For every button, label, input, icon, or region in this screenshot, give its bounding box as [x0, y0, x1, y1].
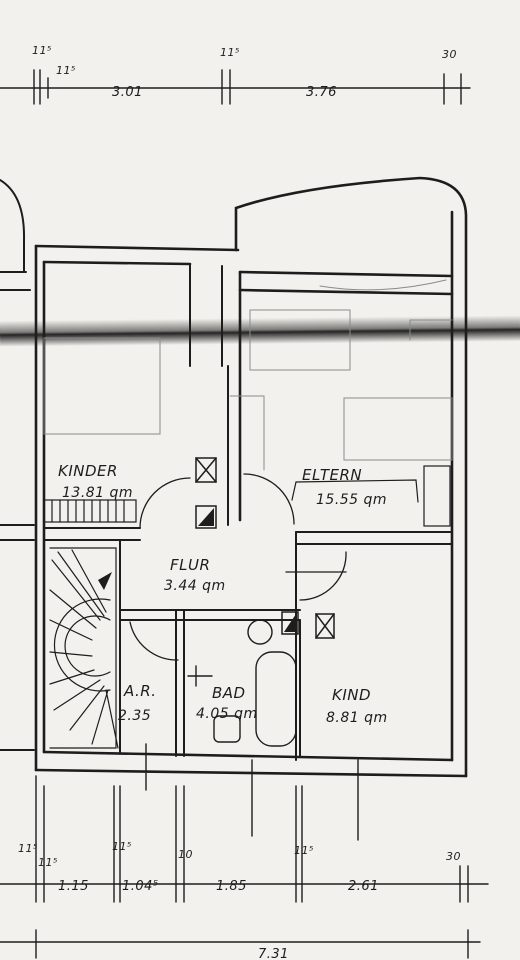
bottom-dim-mark-3: 11⁵ — [112, 840, 132, 853]
top-dim-segment-2: 3.76 — [306, 85, 337, 100]
shaft-fill-2 — [284, 614, 296, 632]
top-dim-mark-3: 11⁵ — [220, 46, 240, 59]
room-label: BAD — [212, 684, 246, 702]
room-area: 13.81 qm — [62, 485, 133, 501]
room-abstellraum: A.R. 2.35 — [118, 682, 157, 724]
top-dim-mark-1: 11⁵ — [32, 44, 52, 57]
room-area: 3.44 qm — [164, 578, 226, 594]
bottom-dim-segment-1: 1.15 — [58, 879, 89, 894]
top-dim-segment-1: 3.01 — [112, 85, 143, 100]
vent-shafts — [195, 457, 335, 639]
top-dim-mark-4: 30 — [442, 48, 457, 61]
room-flur: FLUR 3.44 qm — [164, 556, 226, 594]
spiral-staircase — [49, 547, 119, 749]
radiators — [43, 465, 451, 527]
bottom-dim-mark-1: 11⁵ — [18, 842, 38, 855]
room-bad: BAD 4.05 qm — [196, 684, 258, 722]
room-area: 2.35 — [118, 708, 151, 724]
top-dimension-line — [0, 69, 471, 105]
room-label: KIND — [332, 686, 371, 704]
bottom-dim-total: 7.31 — [258, 947, 289, 960]
bottom-dim-mark-5: 11⁵ — [294, 844, 314, 857]
bottom-dimension-lines — [0, 743, 489, 959]
bottom-dim-mark-4: 10 — [178, 848, 193, 861]
bottom-dim-segment-2: 1.04⁵ — [122, 879, 159, 894]
bottom-dim-segment-4: 2.61 — [348, 879, 379, 894]
room-label: KINDER — [58, 462, 118, 480]
room-area: 4.05 qm — [196, 706, 258, 722]
room-kinder: KINDER 13.81 qm — [58, 462, 133, 501]
left-adjacent-walls — [0, 179, 35, 751]
room-label: FLUR — [170, 556, 210, 574]
bath-fixtures — [187, 619, 297, 747]
room-area: 8.81 qm — [326, 710, 388, 726]
door-swings — [129, 473, 347, 661]
bottom-dim-mark-2: 11⁵ — [38, 856, 58, 869]
room-area: 15.55 qm — [316, 492, 387, 508]
room-kind: KIND 8.81 qm — [326, 686, 388, 726]
top-dim-mark-2: 11⁵ — [56, 64, 76, 77]
bottom-dim-mark-6: 30 — [446, 850, 461, 863]
interior-walls — [43, 263, 453, 761]
room-label: ELTERN — [302, 466, 362, 484]
room-label: A.R. — [123, 682, 157, 700]
stair-arrow-icon — [98, 572, 112, 590]
room-eltern: ELTERN 15.55 qm — [302, 466, 387, 508]
shaft-fill — [198, 508, 214, 526]
bottom-dim-segment-3: 1.85 — [216, 879, 247, 894]
furniture-sketches — [43, 279, 453, 471]
